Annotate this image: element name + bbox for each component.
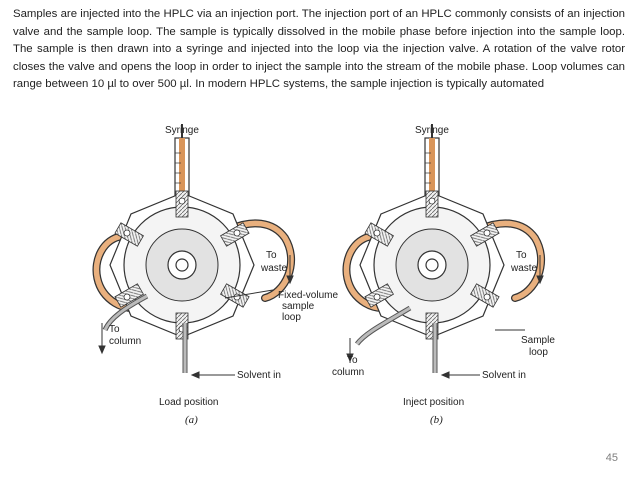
solvent-in-label: Solvent in (237, 370, 281, 381)
loop-label-line3: loop (282, 312, 301, 323)
to-column-label-line2: column (109, 336, 141, 347)
page-number: 45 (605, 452, 618, 464)
sample-loop-label-line2: loop (529, 347, 548, 358)
inject-position-diagram: Syringe To waste Sample loop To column S… (332, 124, 555, 426)
to-column-label-line2: column (332, 367, 364, 378)
solvent-in-label: Solvent in (482, 370, 526, 381)
arrow-icon (98, 255, 294, 379)
caption-b: (b) (430, 414, 443, 426)
to-column-label-line1: To (347, 355, 358, 366)
body-paragraph: Samples are injected into the HPLC via a… (13, 8, 625, 90)
sample-loop-label-line1: Sample (521, 335, 555, 346)
syringe-label: Syringe (415, 125, 449, 136)
loop-label-line2: sample (282, 301, 315, 312)
valve-icon (109, 190, 255, 340)
to-waste-label-line1: To (516, 250, 527, 261)
inject-position-label: Inject position (403, 397, 464, 408)
to-waste-label-line2: waste (260, 263, 288, 274)
to-waste-label-line2: waste (510, 263, 538, 274)
loop-label-line1: Fixed-volume (278, 290, 338, 301)
to-waste-label-line1: To (266, 250, 277, 261)
caption-a: (a) (185, 414, 198, 426)
load-position-label: Load position (159, 397, 219, 408)
injection-valve-figure: Syringe To waste Fixed-volume sample loo… (92, 124, 555, 426)
to-column-label-line1: To (109, 324, 120, 335)
arrow-icon (346, 255, 544, 379)
syringe-label: Syringe (165, 125, 199, 136)
valve-icon (359, 190, 505, 340)
load-position-diagram: Syringe To waste Fixed-volume sample loo… (92, 124, 338, 426)
